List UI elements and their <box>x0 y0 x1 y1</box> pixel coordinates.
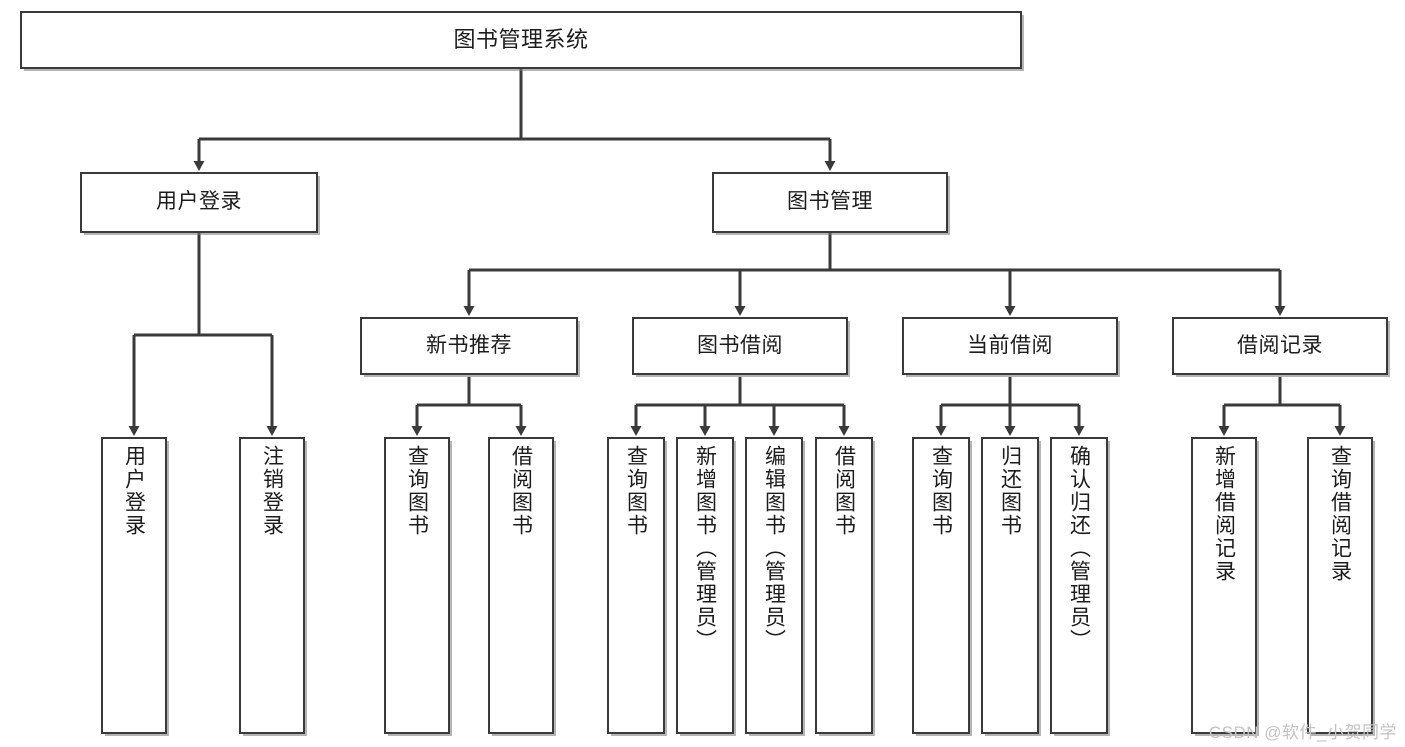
node-borrow-record[interactable]: 借阅记录 <box>1172 317 1388 375</box>
node-root-system[interactable]: 图书管理系统 <box>20 11 1022 69</box>
node-label: 图书借阅 <box>697 333 783 357</box>
node-label: 用户登录 <box>156 190 242 214</box>
node-label: 确认归还（管理员） <box>1067 445 1091 652</box>
node-label: 归还图书 <box>998 445 1022 537</box>
node-book-borrow[interactable]: 图书借阅 <box>632 317 848 375</box>
node-new-book-recommend[interactable]: 新书推荐 <box>360 317 578 375</box>
node-label: 用户登录 <box>122 445 146 537</box>
leaf-book-borrow-query[interactable]: 查询图书 <box>607 437 665 734</box>
node-label: 借阅图书 <box>832 445 856 537</box>
node-label: 查询借阅记录 <box>1328 445 1352 583</box>
leaf-borrow-record-add[interactable]: 新增借阅记录 <box>1191 437 1257 734</box>
node-label: 查询图书 <box>405 445 429 537</box>
leaf-book-borrow-edit[interactable]: 编辑图书（管理员） <box>745 437 803 734</box>
node-current-borrow[interactable]: 当前借阅 <box>902 317 1118 375</box>
node-book-management[interactable]: 图书管理 <box>712 172 948 233</box>
node-label: 新增借阅记录 <box>1212 445 1236 583</box>
leaf-user-login-login[interactable]: 用户登录 <box>101 437 167 734</box>
leaf-book-borrow-add[interactable]: 新增图书（管理员） <box>676 437 734 734</box>
node-label: 图书管理 <box>787 190 873 214</box>
node-label: 新书推荐 <box>426 333 512 357</box>
leaf-user-login-logout[interactable]: 注销登录 <box>239 437 305 734</box>
leaf-new-book-borrow[interactable]: 借阅图书 <box>488 437 554 734</box>
leaf-borrow-record-query[interactable]: 查询借阅记录 <box>1307 437 1373 734</box>
node-label: 图书管理系统 <box>453 27 589 53</box>
node-user-login[interactable]: 用户登录 <box>80 172 318 233</box>
leaf-book-borrow-borrow[interactable]: 借阅图书 <box>815 437 873 734</box>
leaf-current-borrow-return[interactable]: 归还图书 <box>981 437 1039 734</box>
node-label: 借阅记录 <box>1237 333 1323 357</box>
leaf-current-borrow-confirm-return[interactable]: 确认归还（管理员） <box>1050 437 1108 734</box>
node-label: 编辑图书（管理员） <box>762 445 786 652</box>
node-label: 查询图书 <box>624 445 648 537</box>
node-label: 借阅图书 <box>509 445 533 537</box>
leaf-current-borrow-query[interactable]: 查询图书 <box>912 437 970 734</box>
node-label: 新增图书（管理员） <box>693 445 717 652</box>
watermark: CSDN @软件_小贺同学 <box>1208 723 1397 742</box>
leaf-new-book-query[interactable]: 查询图书 <box>384 437 450 734</box>
node-label: 注销登录 <box>260 445 284 537</box>
node-label: 当前借阅 <box>967 333 1053 357</box>
node-label: 查询图书 <box>929 445 953 537</box>
